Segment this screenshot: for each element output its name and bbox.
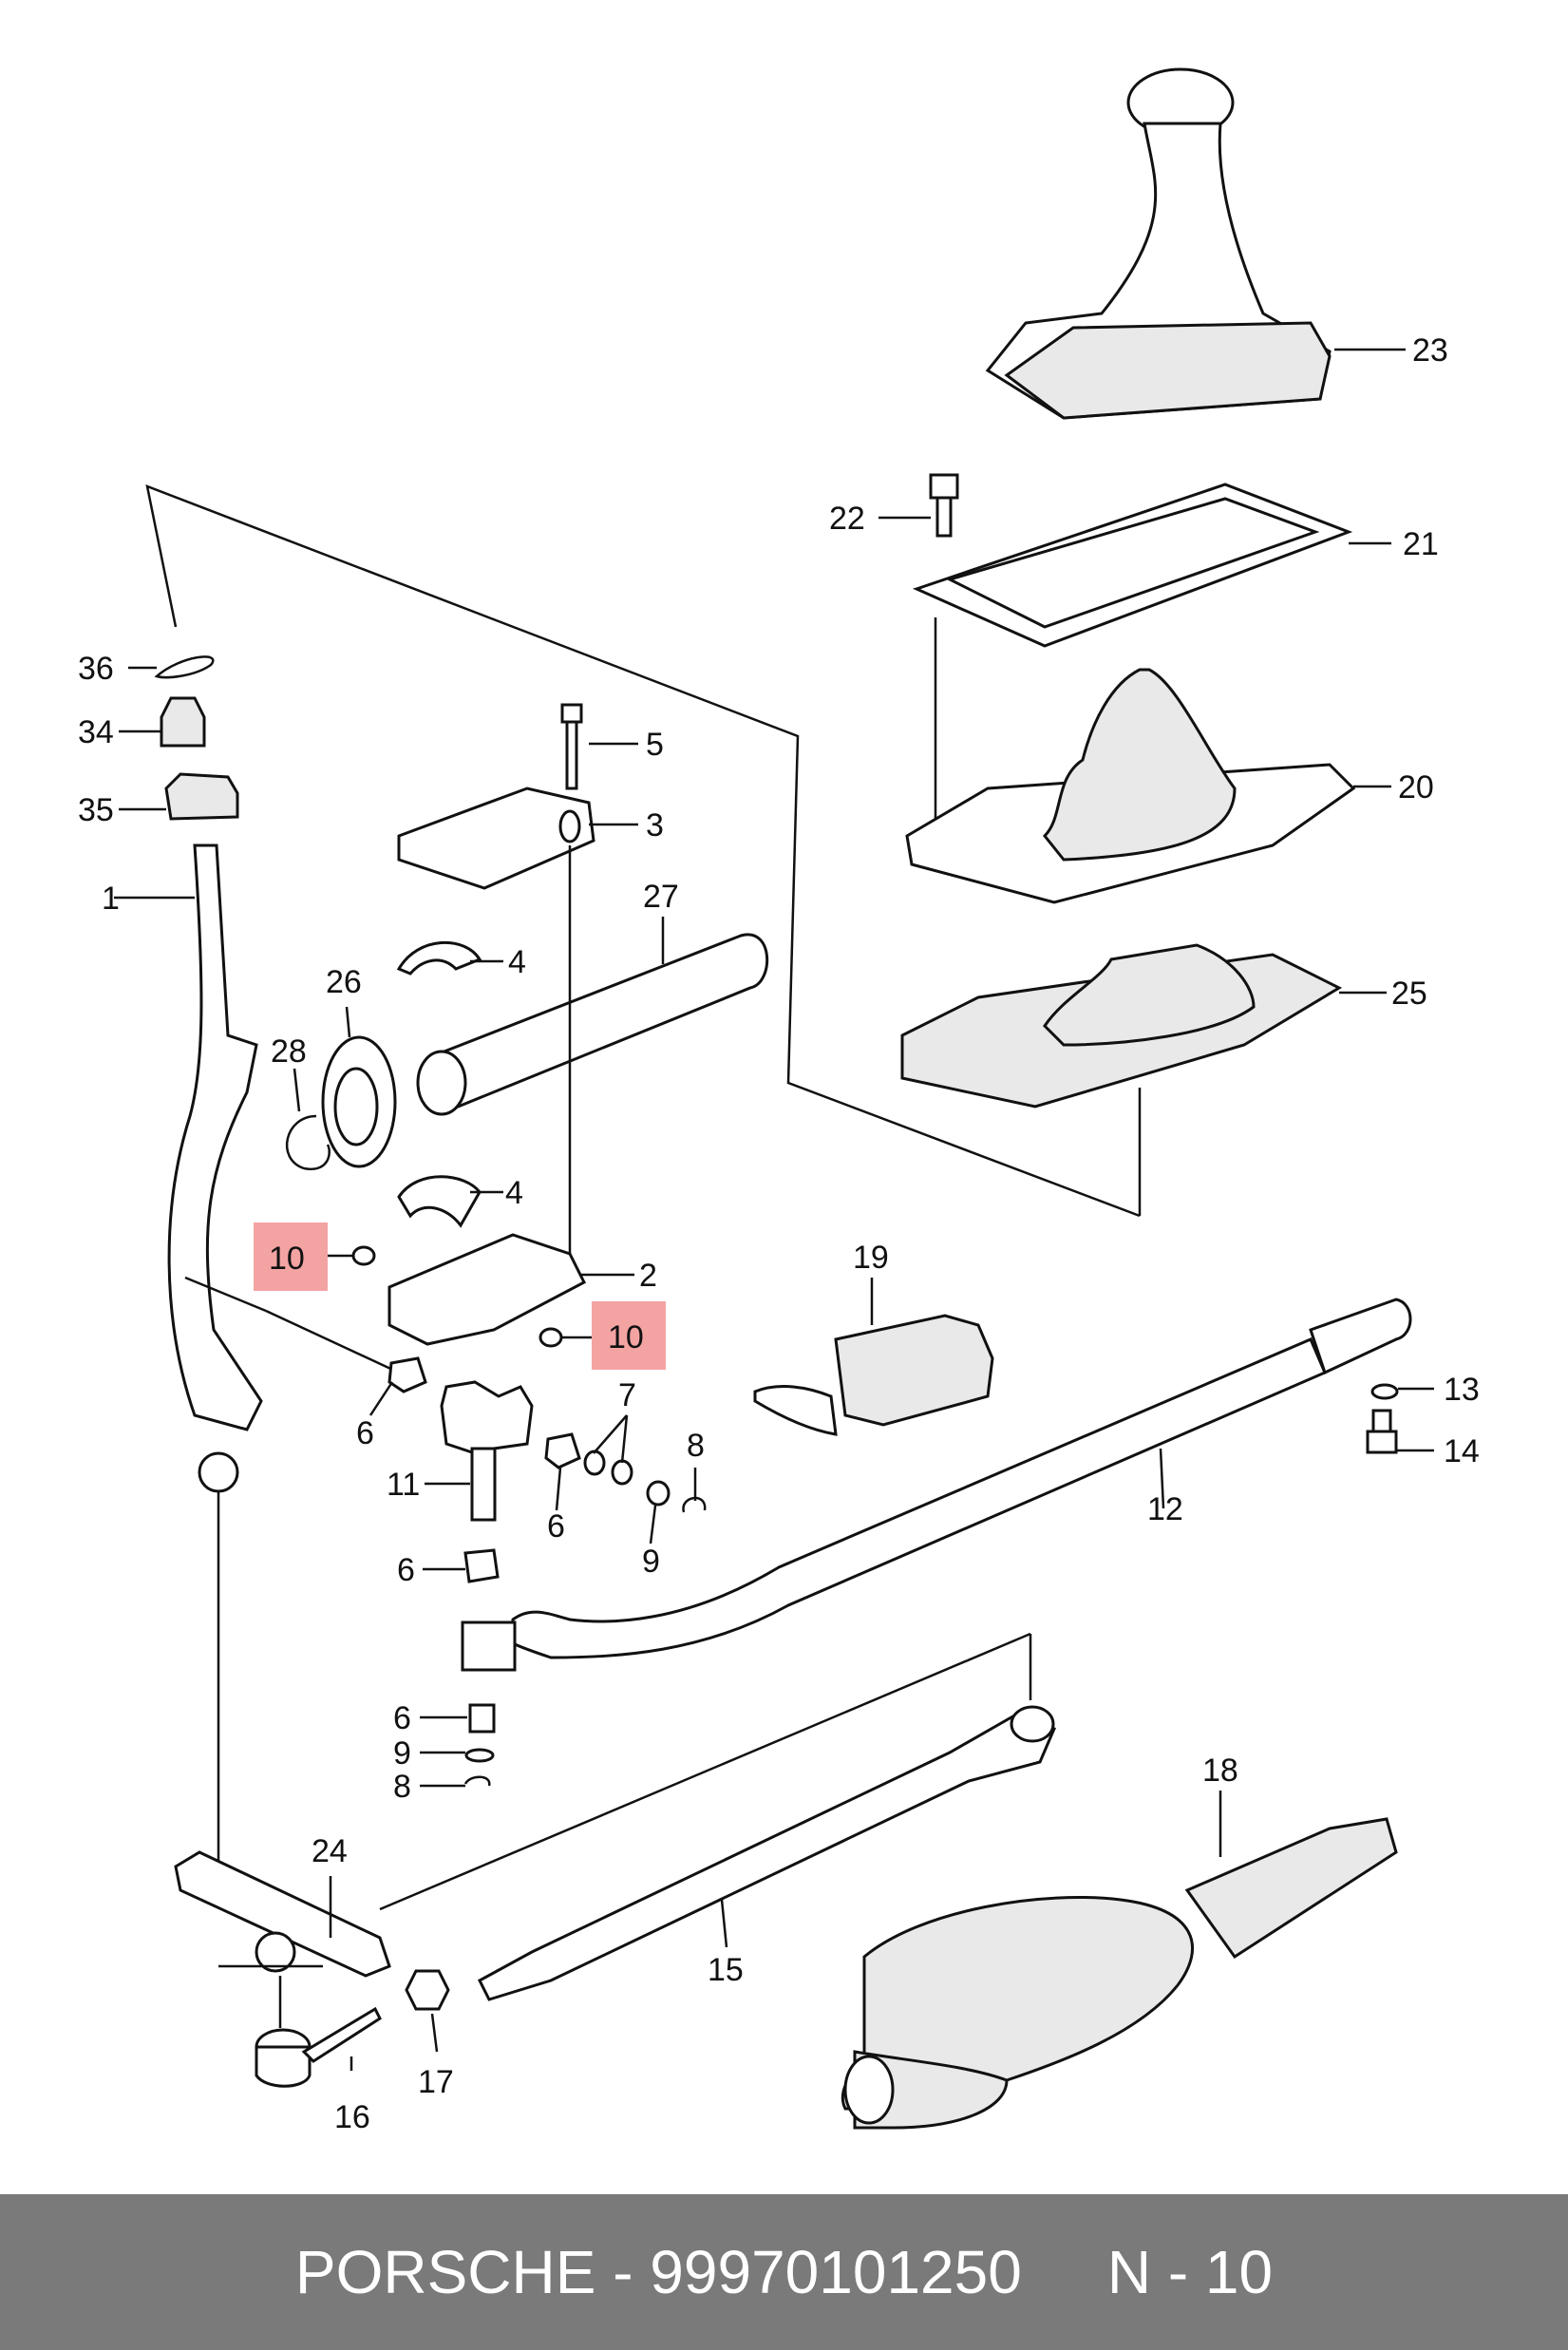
circlip-28 [286,1114,331,1171]
label-8b: 8 [393,1769,411,1805]
label-28: 28 [271,1033,307,1070]
label-25: 25 [1391,976,1427,1012]
washer-9 [646,1480,671,1507]
rod-15 [478,1705,1056,2001]
nut-6b [544,1432,581,1469]
block-35 [164,772,239,821]
highlight-box-10-right [592,1301,666,1370]
clip-8b [463,1775,491,1787]
label-5: 5 [646,727,664,763]
washer-13 [1370,1383,1399,1400]
label-6d: 6 [393,1700,411,1736]
gear-lever-1 [167,843,263,1431]
label-20: 20 [1398,769,1434,805]
label-3: 3 [646,807,664,843]
ring-10-right [538,1327,563,1348]
label-17: 17 [418,2064,454,2100]
housing-18 [841,1817,1398,2130]
link-plate-24 [174,1850,391,1978]
label-24: 24 [312,1833,348,1869]
washer-9b [464,1748,495,1763]
label-4b: 4 [505,1175,523,1211]
label-2: 2 [639,1258,657,1294]
label-27: 27 [643,879,679,915]
label-35: 35 [78,792,114,828]
label-10-right: 10 [608,1319,644,1355]
label-9b: 9 [393,1735,411,1772]
bearing-shell-4a [396,940,482,976]
housing-2 [387,1233,586,1346]
label-15: 15 [708,1952,744,1988]
label-19: 19 [853,1240,889,1276]
label-36: 36 [78,651,114,687]
bolt-14 [1366,1409,1398,1454]
label-18: 18 [1202,1753,1238,1789]
bracket-3 [397,786,595,890]
fork-11 [440,1380,534,1522]
label-14: 14 [1444,1433,1480,1469]
rod-15-axis [379,1632,1031,1911]
part-labels: 36 34 35 1 28 26 27 5 3 4 4 10 2 10 6 11… [78,332,1480,2135]
nut-17 [405,1969,450,2011]
frame-21 [912,483,1353,648]
nut-6a [387,1356,427,1393]
boot-plate-25 [900,943,1343,1109]
label-6c: 6 [397,1552,415,1588]
label-7: 7 [618,1377,636,1413]
label-4a: 4 [508,944,526,980]
lever-pin [184,1276,267,1313]
pin-axis [265,1309,400,1374]
label-22: 22 [829,501,865,537]
nut-6d [468,1703,496,1734]
label-26: 26 [326,964,362,1000]
label-6b: 6 [547,1508,565,1545]
label-11: 11 [387,1467,420,1503]
highlight-box-10-left [254,1222,328,1291]
tube-27 [416,933,769,1116]
footer-reference: N - 10 [1106,2238,1274,2306]
label-21: 21 [1403,526,1439,562]
footer-brand-part-number: PORSCHE - 99970101250 [294,2238,1022,2306]
clip-8 [682,1496,707,1513]
clip-36 [154,655,215,679]
label-12: 12 [1147,1491,1183,1527]
label-13: 13 [1444,1372,1480,1408]
bellows-19 [753,1314,994,1436]
label-34: 34 [78,714,114,750]
label-1: 1 [102,881,120,917]
assembly-outline [145,484,1141,1218]
boot-seal-20 [905,668,1356,904]
shift-rod-12 [461,1298,1412,1672]
washer-7a [583,1450,606,1476]
washer-7b [611,1459,633,1486]
nut-6c [463,1548,500,1583]
bolt-22 [929,473,959,538]
ball-1 [198,1451,239,1493]
label-6a: 6 [356,1415,374,1451]
bushing-26 [321,1035,397,1168]
leader-lines [114,348,1434,2071]
shift-knob-boot [985,67,1332,420]
label-8a: 8 [687,1428,705,1464]
label-16: 16 [334,2099,370,2135]
label-23: 23 [1412,332,1448,369]
footer-bar: PORSCHE - 99970101250 N - 10 [0,2194,1568,2350]
label-10-left: 10 [269,1241,305,1277]
parts-diagram: 36 34 35 1 28 26 27 5 3 4 4 10 2 10 6 11… [78,67,1480,2135]
label-9a: 9 [642,1544,660,1580]
bearing-shell-4b [397,1175,482,1228]
block-34 [160,696,206,748]
bolt-5 [560,703,583,790]
ring-10-left [351,1245,376,1266]
bushing-16 [255,2006,382,2088]
